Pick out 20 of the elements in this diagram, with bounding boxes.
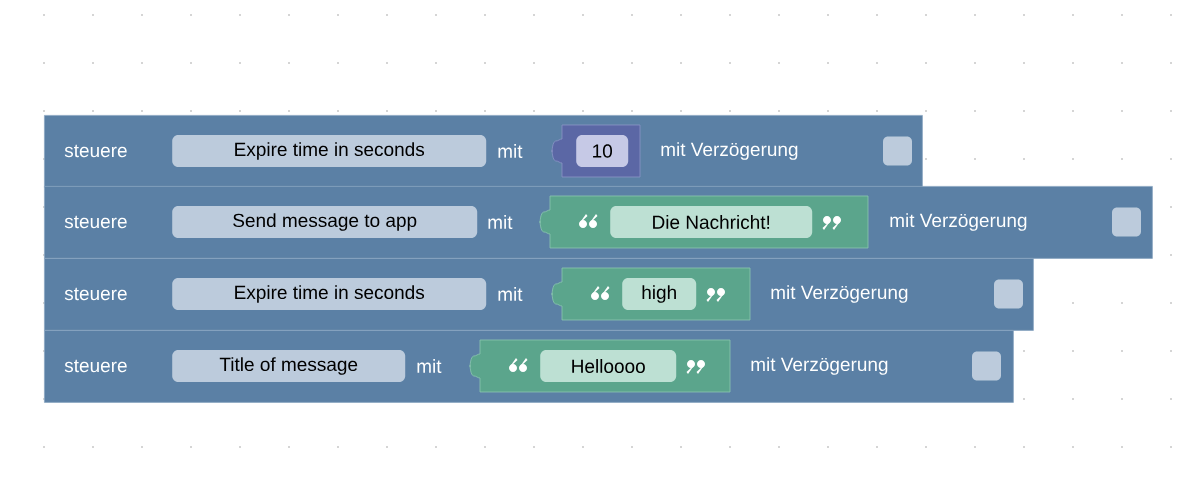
dropdown-field: Expire time in seconds [172, 278, 487, 310]
block-label: mit [488, 215, 513, 229]
block-label: steuere [64, 215, 127, 229]
block-label: mit [417, 359, 442, 373]
dropdown-field: Expire time in seconds [172, 135, 487, 167]
value-block: Helloooo [469, 339, 731, 393]
dropdown-field: Title of message [172, 350, 406, 382]
block-label: mit [498, 144, 523, 158]
block-label: mit Verzögerung [661, 142, 798, 160]
block-label: mit Verzögerung [890, 213, 1027, 231]
value-block: 10 [551, 124, 641, 178]
block-label: steuere [64, 287, 127, 301]
block-label: steuere [64, 144, 127, 158]
value-block: high [551, 267, 751, 321]
block-label: mit Verzögerung [751, 357, 888, 375]
value-block: Die Nachricht! [539, 195, 869, 249]
block-label: steuere [64, 359, 127, 373]
dropdown-field: Send message to app [172, 206, 478, 238]
block-label: mit Verzögerung [771, 285, 908, 303]
block-label: mit [498, 287, 523, 301]
